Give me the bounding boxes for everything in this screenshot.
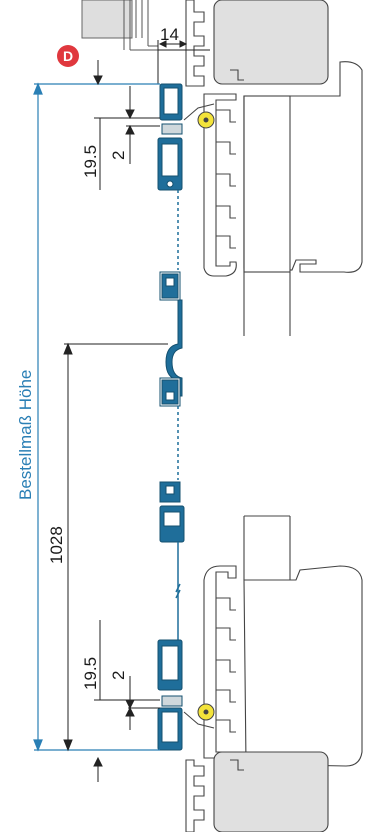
lower-frame-block	[243, 515, 363, 767]
dimension-handle-height	[63, 342, 168, 752]
detail-badge-label: D	[63, 48, 73, 64]
handle-profile	[165, 299, 183, 397]
upper-frame-block	[243, 61, 363, 336]
top-wall-profile	[185, 0, 329, 87]
dimension-order-height	[33, 82, 160, 752]
pivot-points	[183, 103, 215, 729]
upper-rail-gap-label: 2	[109, 151, 128, 160]
door-profiles	[157, 83, 185, 751]
lower-rail-height-label: 19.5	[81, 657, 100, 690]
dim-top-gap-label: 14	[160, 25, 179, 44]
detail-badge-circle	[57, 45, 79, 67]
order-height-label: Bestellmaß Höhe	[16, 370, 35, 500]
lower-wall-profile	[203, 565, 237, 759]
dimension-lower-rail	[93, 620, 160, 782]
bottom-wall-profile	[185, 751, 329, 832]
handle-height-label: 1028	[47, 526, 66, 564]
top-frame	[81, 0, 158, 51]
upper-rail-height-label: 19.5	[81, 145, 100, 178]
detail-badge: D	[57, 45, 79, 67]
dimension-upper-rail	[93, 60, 160, 190]
lower-rail-gap-label: 2	[109, 671, 128, 680]
dimension-top-gap	[157, 40, 210, 84]
upper-wall-profile	[203, 93, 237, 277]
